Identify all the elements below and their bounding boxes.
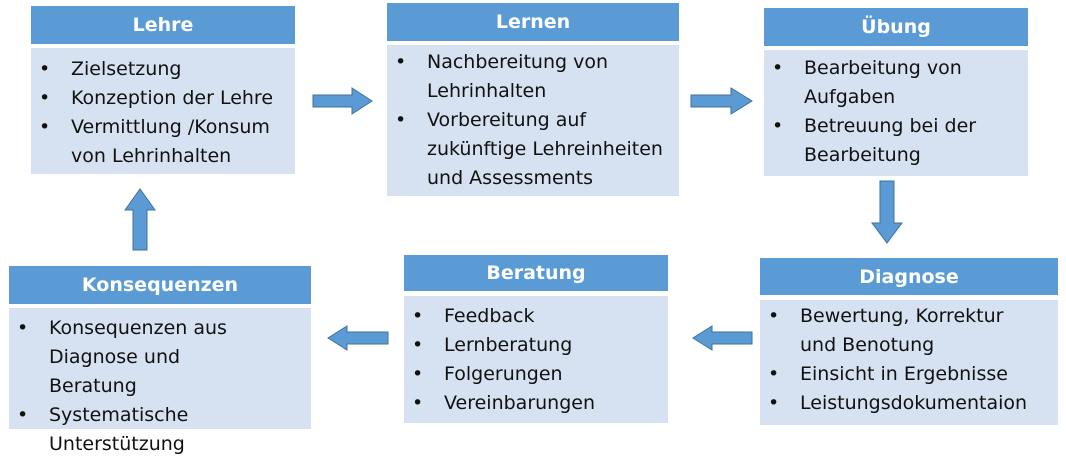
flow-arrows (124, 87, 903, 351)
list-item: Vermittlung /Konsum von Lehrinhalten (31, 113, 295, 171)
box-konsequenzen: Konsequenzen Konsequenzen aus Diagnose u… (9, 266, 311, 455)
box-uebung: Übung Bearbeitung von Aufgaben Betreuung… (764, 8, 1028, 176)
list-item: Lernberatung (404, 331, 668, 360)
list-item: Leistungsdokumentaion (760, 389, 1058, 418)
arrow-left-icon (327, 325, 389, 351)
arrow-up-icon (124, 188, 156, 251)
box-lernen-body: Nachbereitung von Lehrinhalten Vorbereit… (387, 45, 679, 196)
box-beratung: Beratung Feedback Lernberatung Folgerung… (404, 255, 668, 423)
arrow-right-icon (690, 87, 753, 115)
list-item: Vorbereitung auf zukünftige Lehreinheite… (387, 106, 679, 193)
box-lernen: Lernen Nachbereitung von Lehrinhalten Vo… (387, 3, 679, 196)
list-item: Einsicht in Ergebnisse (760, 360, 1058, 389)
arrow-down-icon (871, 180, 903, 244)
box-lehre: Lehre Zielsetzung Konzeption der Lehre V… (31, 6, 295, 174)
list-item: Betreuung bei der Bearbeitung (764, 112, 1028, 170)
box-uebung-body: Bearbeitung von Aufgaben Betreuung bei d… (764, 50, 1028, 176)
list-item: Zielsetzung (31, 55, 295, 84)
box-lehre-title: Lehre (31, 6, 295, 44)
box-konsequenzen-title: Konsequenzen (9, 266, 311, 304)
list-item: Bearbeitung von Aufgaben (764, 54, 1028, 112)
box-diagnose: Diagnose Bewertung, Korrektur und Benotu… (760, 258, 1058, 425)
list-item: Bewertung, Korrektur und Benotung (760, 302, 1058, 360)
box-uebung-title: Übung (764, 8, 1028, 46)
list-item: Konsequenzen aus Diagnose und Beratung (9, 314, 311, 401)
list-item: Vereinbarungen (404, 389, 668, 418)
box-konsequenzen-body: Konsequenzen aus Diagnose und Beratung S… (9, 308, 311, 455)
list-item: Feedback (404, 302, 668, 331)
list-item: Nachbereitung von Lehrinhalten (387, 48, 679, 106)
box-beratung-body: Feedback Lernberatung Folgerungen Verein… (404, 296, 668, 423)
box-diagnose-title: Diagnose (760, 258, 1058, 295)
arrow-right-icon (312, 87, 373, 115)
box-beratung-title: Beratung (404, 255, 668, 291)
box-lernen-title: Lernen (387, 3, 679, 41)
list-item: Konzeption der Lehre (31, 84, 295, 113)
arrow-left-icon (692, 325, 753, 351)
box-lehre-body: Zielsetzung Konzeption der Lehre Vermitt… (31, 48, 295, 174)
list-item: Folgerungen (404, 360, 668, 389)
box-diagnose-body: Bewertung, Korrektur und Benotung Einsic… (760, 300, 1058, 425)
